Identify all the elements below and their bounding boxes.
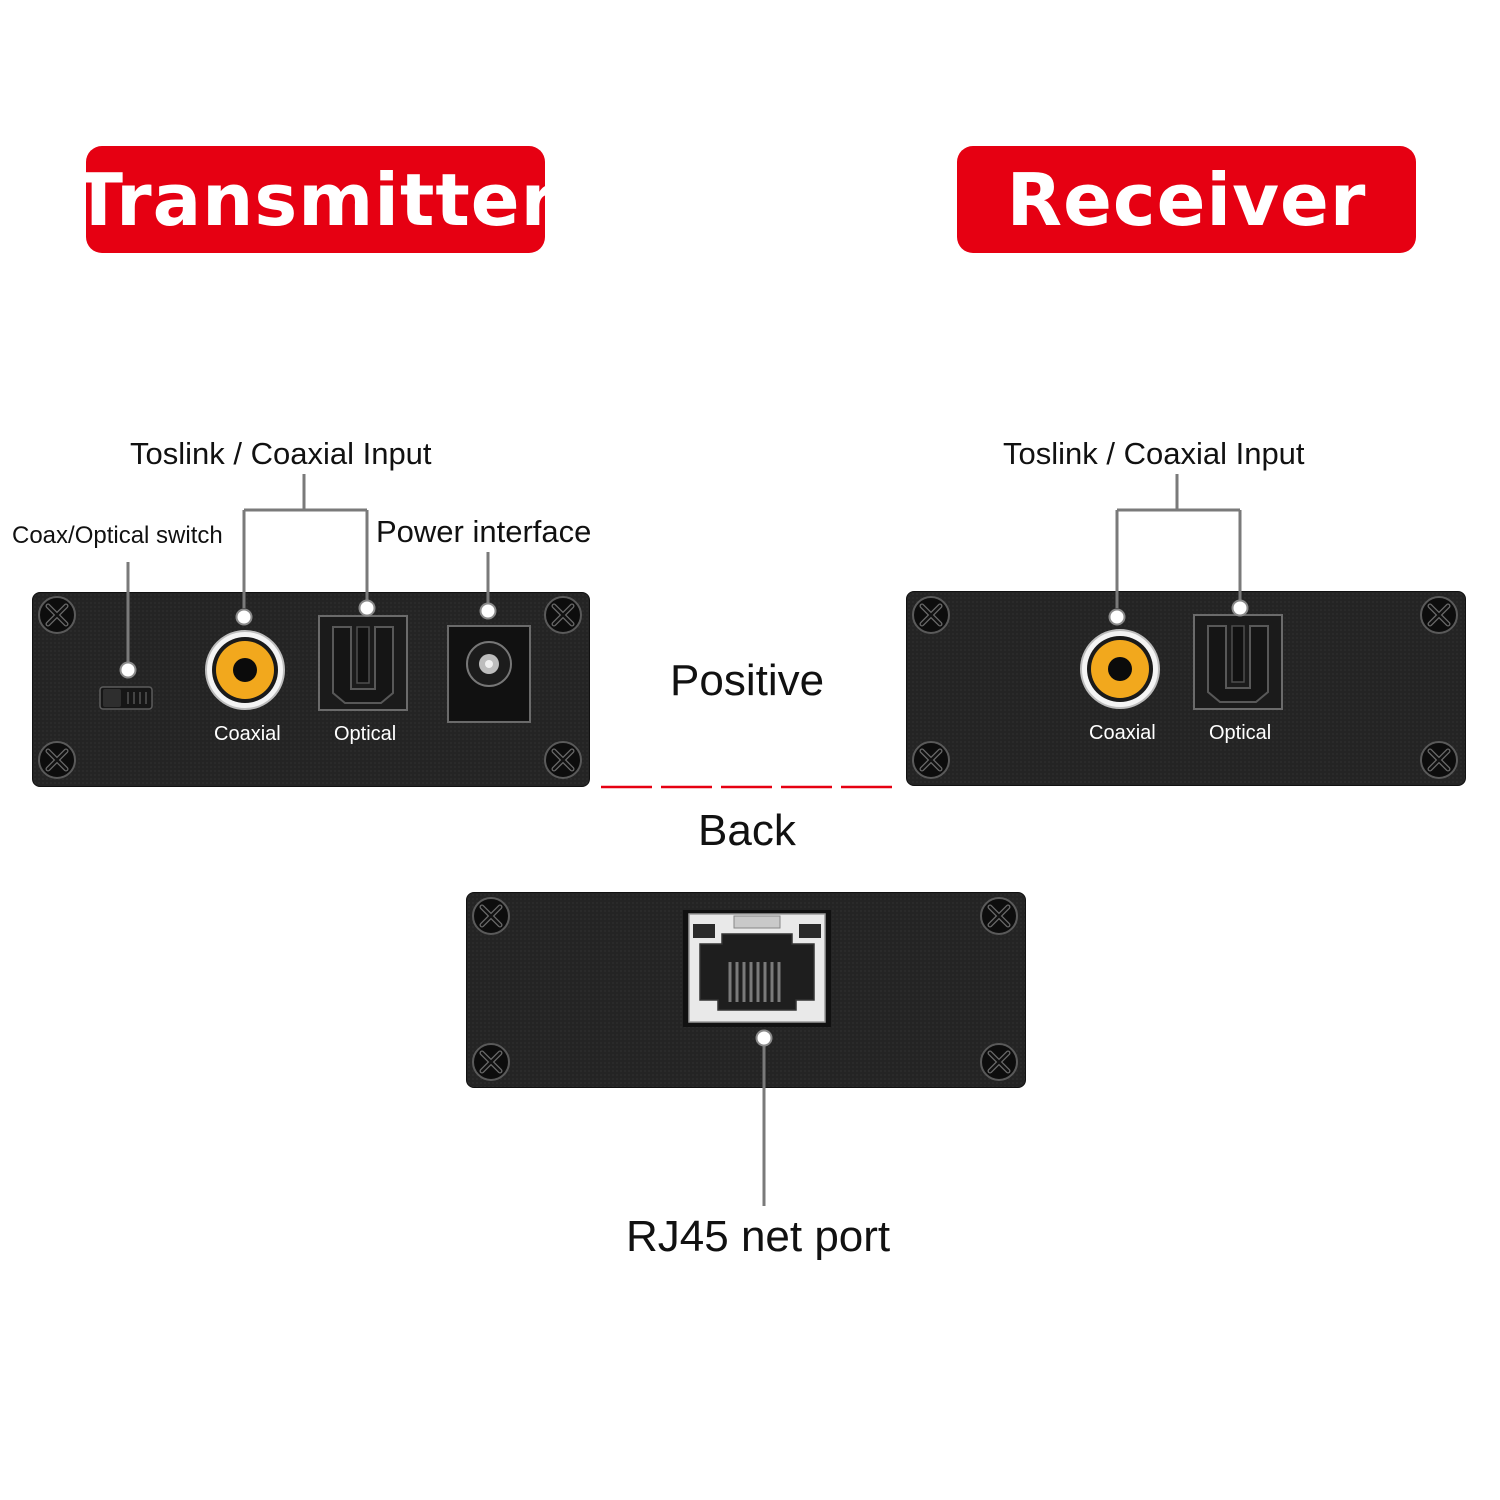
- rx-coaxial-port-label: Coaxial: [1089, 722, 1156, 744]
- rx-optical-port-label: Optical: [1209, 722, 1272, 744]
- tx-optical-port-label: Optical: [334, 723, 397, 745]
- receiver-title-badge: Receiver: [957, 146, 1416, 253]
- rj45-net-port-label: RJ45 net port: [626, 1212, 891, 1261]
- back-panel: [466, 892, 1026, 1088]
- rx-toslink-coaxial-input-label: Toslink / Coaxial Input: [1003, 436, 1305, 471]
- positive-view-label: Positive: [670, 656, 825, 705]
- tx-input-leader-line: [242, 474, 369, 608]
- transmitter-title-badge: Transmitter: [74, 146, 556, 253]
- tx-toslink-coaxial-input-label: Toslink / Coaxial Input: [130, 436, 432, 471]
- receiver-front-panel: Coaxial Optical: [906, 591, 1466, 786]
- tx-coaxial-port-label: Coaxial: [214, 723, 281, 745]
- back-view-label: Back: [698, 806, 796, 855]
- tx-coax-optical-switch-label: Coax/Optical switch: [12, 522, 223, 549]
- tx-power-interface-label: Power interface: [376, 514, 592, 549]
- rx-input-leader-line: [1115, 474, 1242, 608]
- transmitter-front-panel: Coaxial Optical: [32, 592, 590, 787]
